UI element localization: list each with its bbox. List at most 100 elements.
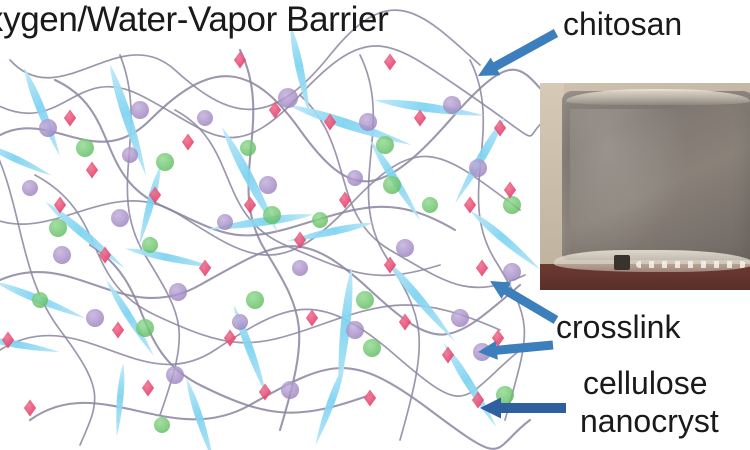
cellulose-nanocrystal [221, 127, 279, 233]
crosslink-diamond [223, 329, 237, 347]
crosslink-diamond [23, 399, 37, 417]
purple-site [232, 314, 248, 330]
figure-title: xygen/Water-Vapor Barrier [0, 0, 389, 39]
green-site [49, 219, 67, 237]
green-site [363, 339, 381, 357]
crosslink-diamond [53, 196, 67, 214]
cellulose-nanocrystal [139, 164, 161, 246]
chitosan-chain [53, 78, 457, 237]
crosslink-group [1, 51, 517, 417]
crosslink-diamond [383, 53, 397, 71]
crosslink-diamond [398, 313, 412, 331]
purple-site [503, 263, 521, 281]
crosslink-diamond [233, 51, 247, 69]
purple-site [53, 246, 71, 264]
purple-site [111, 209, 129, 227]
crosslink-diamond [258, 383, 272, 401]
pouch-tab [614, 255, 630, 270]
green-site [356, 291, 374, 309]
chitosan-chain [469, 59, 526, 421]
crosslink-diamond [111, 321, 125, 339]
crosslink-diamond [475, 259, 489, 277]
purple-site [347, 170, 363, 186]
green-site [32, 292, 48, 308]
cellulose-nanocrystal [290, 25, 310, 115]
crosslink-diamond [181, 133, 195, 151]
crosslink-diamond [1, 331, 15, 349]
green-site [136, 319, 154, 337]
purple-site [131, 101, 149, 119]
chitosan-chain [9, 9, 481, 111]
green-site [240, 140, 256, 156]
purple-site [122, 147, 138, 163]
crosslink-diamond [503, 181, 517, 199]
purple-site [22, 180, 38, 196]
purple-site [166, 366, 184, 384]
cellulose-nanocrystal [315, 364, 345, 446]
purple-site [197, 110, 213, 126]
crosslink-label: crosslink [556, 309, 681, 345]
cellulose-label-line1: cellulose [583, 365, 708, 401]
chitosan-chain [0, 308, 521, 397]
chitosan-chain [0, 45, 546, 139]
cellulose-nanocrystal [338, 267, 353, 393]
chitosan-chain [28, 367, 532, 450]
cellulose-nanocrystal [0, 144, 52, 176]
crosslink-diamond [63, 109, 77, 127]
green-site [422, 197, 438, 213]
cellulose-arrow [480, 397, 566, 419]
crosslink-diamond [141, 379, 155, 397]
chitosan-chain [174, 109, 441, 277]
chitosan-chain [299, 94, 526, 289]
purple-site [278, 88, 298, 108]
purple-site [39, 119, 57, 137]
crosslink-diamond [413, 109, 427, 127]
cellulose-nanocrystal [125, 248, 215, 268]
cellulose-nanocrystal [116, 363, 125, 437]
annotation-arrow-group [477, 29, 566, 419]
green-site [376, 136, 394, 154]
chitosan-chain [88, 243, 372, 414]
purple-site-group [22, 88, 521, 399]
green-site [142, 237, 158, 253]
chitosan-chain [238, 48, 301, 432]
cellulose-nanocrystal [24, 67, 60, 157]
purple-site [346, 321, 364, 339]
crosslink-diamond [243, 196, 257, 214]
green-site [246, 291, 264, 309]
chitosan-label: chitosan [563, 6, 683, 42]
green-site [156, 153, 174, 171]
crosslink-diamond [471, 391, 485, 409]
film-sample-photo [540, 83, 750, 290]
cellulose-nanocrystal [385, 258, 455, 342]
crosslink-diamond [338, 191, 352, 209]
crosslink-diamond [148, 186, 162, 204]
crosslink-diamond [383, 256, 397, 274]
cellulose-nanocrystal [206, 214, 314, 230]
green-site [76, 139, 94, 157]
cellulose-label-line2: nanocryst [580, 403, 719, 439]
film-highlight [570, 109, 690, 259]
purple-site [451, 309, 469, 327]
purple-site [292, 260, 308, 276]
purple-site [281, 381, 299, 399]
cellulose-nanocrystal [106, 279, 154, 357]
crosslink-diamond [198, 259, 212, 277]
cellulose-nanocrystal [0, 337, 60, 352]
purple-site [169, 283, 187, 301]
cellulose-nanocrystal [286, 222, 374, 242]
crosslink-diamond [293, 231, 307, 249]
chitosan-chain [0, 245, 522, 336]
purple-site [217, 214, 233, 230]
crosslink-diamond [493, 119, 507, 137]
crosslink-diamond [85, 161, 99, 179]
purple-site [396, 239, 414, 257]
crosslink-diamond [363, 389, 377, 407]
green-site-group [32, 136, 521, 433]
chitosan-arrow [477, 29, 559, 76]
cellulose-nanocrystal [186, 378, 214, 450]
photo-left-band [540, 83, 564, 264]
crosslink-diamond [441, 346, 455, 364]
green-site [154, 417, 170, 433]
